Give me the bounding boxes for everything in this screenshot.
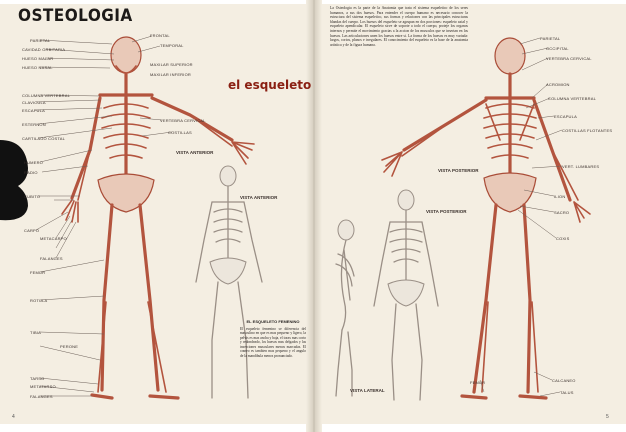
label: RADIO bbox=[24, 170, 38, 175]
label: HUMERO bbox=[24, 160, 43, 165]
page-title: OSTEOLOGIA bbox=[18, 6, 133, 26]
back-skeleton-small bbox=[374, 190, 438, 400]
caption-text: El esqueleto femenino se diferencia del … bbox=[240, 327, 306, 359]
label: CUBITO bbox=[24, 194, 40, 199]
female-skeleton-caption: EL ESQUELETO FEMENINO El esqueleto femen… bbox=[240, 320, 306, 358]
label: MAXILAR SUPERIOR bbox=[150, 62, 193, 67]
label: COLUMNA VERTEBRAL bbox=[548, 96, 596, 101]
label: COSTILLAS bbox=[168, 130, 192, 135]
label: TALUS bbox=[560, 390, 574, 395]
label: MAXILAR INFERIOR bbox=[150, 72, 191, 77]
label: TIBIA bbox=[30, 330, 41, 335]
spacer-block bbox=[0, 130, 28, 220]
label: SACRO bbox=[554, 210, 569, 215]
view-label-lateral: VISTA LATERAL bbox=[350, 388, 385, 393]
label: METATARSO bbox=[30, 384, 56, 389]
view-label-back-small: VISTA POSTERIOR bbox=[426, 209, 467, 214]
label: METACARPO bbox=[40, 236, 67, 241]
label: VERTEBRA CERVICAL bbox=[160, 118, 206, 123]
view-label-back-large: VISTA POSTERIOR bbox=[438, 168, 479, 173]
label: ESTERNON bbox=[22, 122, 46, 127]
label: CAVIDAD ORBITARIA bbox=[22, 47, 65, 52]
subtitle-el-esqueleto: el esqueleto bbox=[228, 78, 311, 92]
page-number-right: 5 bbox=[606, 414, 609, 420]
front-skeleton-small bbox=[196, 166, 262, 398]
label: ILION bbox=[554, 194, 565, 199]
label: FALANGES bbox=[30, 394, 53, 399]
view-label-front-large: VISTA ANTERIOR bbox=[176, 150, 213, 155]
label: TEMPORAL bbox=[160, 43, 184, 48]
label: VERT. LUMBARES bbox=[562, 164, 599, 169]
intro-body-text: La Osteologia es la parte de la Anatomia… bbox=[330, 6, 468, 116]
label: CLAVICULA bbox=[22, 100, 46, 105]
right-leader-lines bbox=[480, 38, 562, 396]
label: FEMUR bbox=[30, 270, 45, 275]
label: ESCAPULA bbox=[554, 114, 577, 119]
label: HUESO NASAL bbox=[22, 65, 53, 70]
label: CALCANEO bbox=[552, 378, 576, 383]
label: ROTULA bbox=[30, 298, 47, 303]
label: PARIETAL bbox=[540, 36, 560, 41]
label: ACROMION bbox=[546, 82, 570, 87]
label: CARPO bbox=[24, 228, 39, 233]
lateral-skeleton-small bbox=[336, 220, 354, 396]
label: HUESO MALAR bbox=[22, 56, 53, 61]
view-label-front-small: VISTA ANTERIOR bbox=[240, 195, 277, 200]
front-skeleton-large bbox=[62, 37, 254, 398]
label: OCCIPITAL bbox=[546, 46, 569, 51]
label: COXIS bbox=[556, 236, 569, 241]
label: VERTEBRA CERVICAL bbox=[546, 56, 592, 61]
label: TARSO bbox=[30, 376, 44, 381]
label: FRONTAL bbox=[150, 33, 170, 38]
label: PERONE bbox=[60, 344, 78, 349]
label: FALANGES bbox=[40, 256, 63, 261]
label: COSTILLAS FLOTANTES bbox=[562, 128, 612, 133]
label: CARTILAGO COSTAL bbox=[22, 136, 65, 141]
page-number-left: 4 bbox=[12, 414, 15, 420]
label: COLUMNA VERTEBRAL bbox=[22, 93, 70, 98]
label: ESCAPULA bbox=[22, 108, 45, 113]
caption-title: EL ESQUELETO FEMENINO bbox=[240, 320, 306, 325]
label: PARIETAL bbox=[30, 38, 50, 43]
label: FEMUR bbox=[470, 380, 485, 385]
